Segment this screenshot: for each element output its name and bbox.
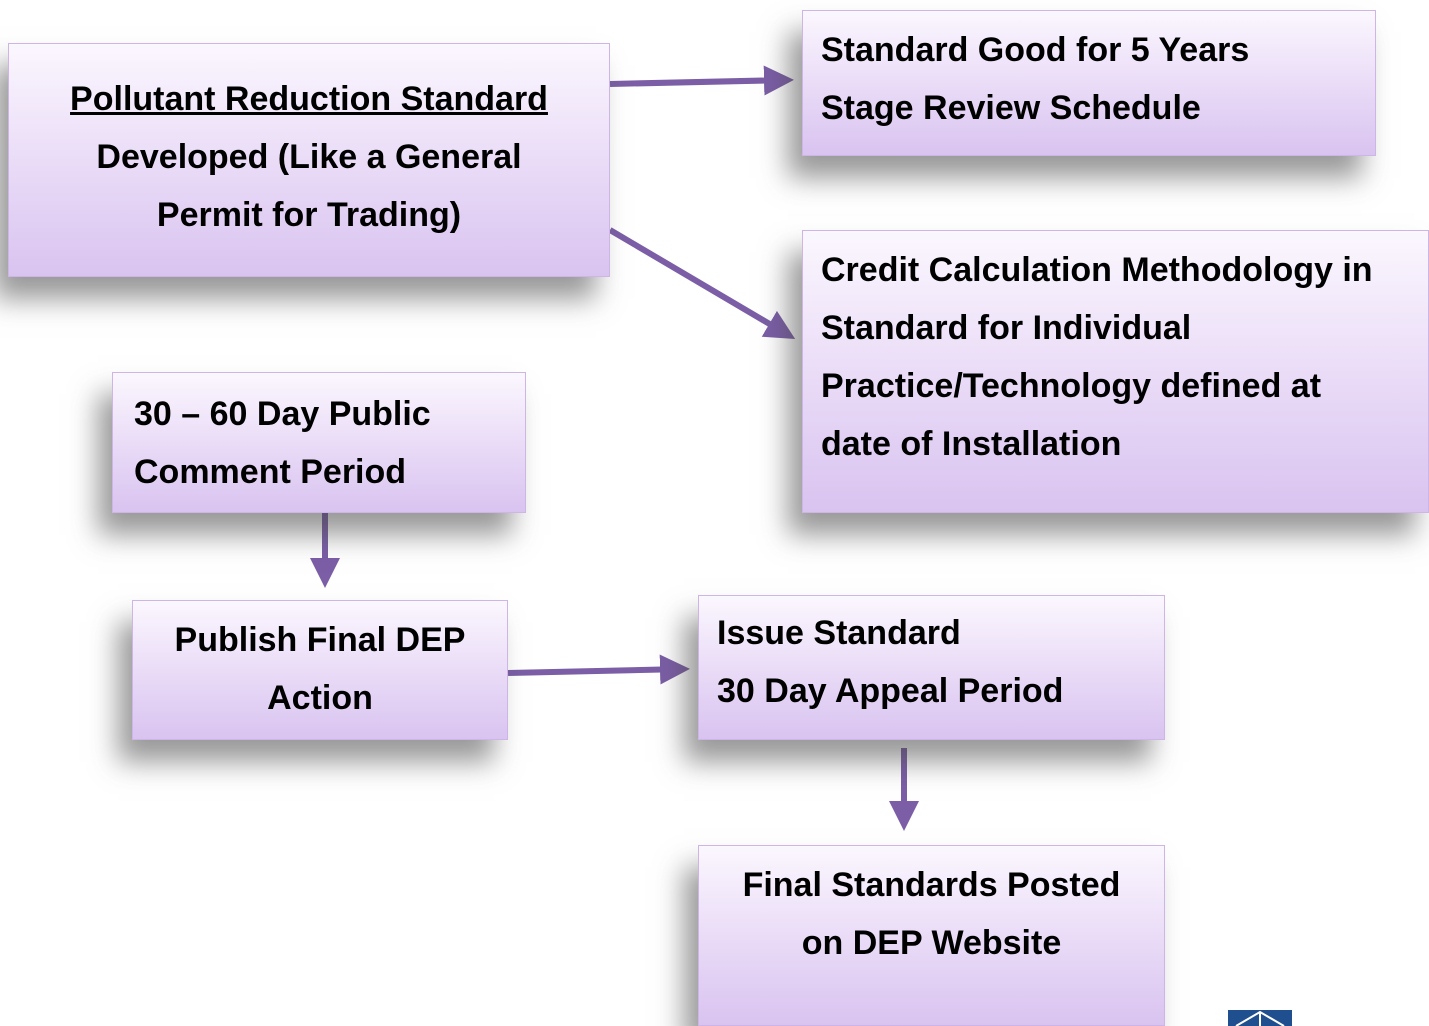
standard-good-line-2: Stage Review Schedule [821, 89, 1201, 127]
issue-standard-line-2: 30 Day Appeal Period [717, 672, 1064, 710]
issue-standard-box: Issue Standard 30 Day Appeal Period [698, 595, 1165, 740]
agency-logo-icon [1228, 1010, 1292, 1026]
credit-calculation-line-1: Credit Calculation Methodology in [821, 251, 1373, 289]
public-comment-line-1: 30 – 60 Day Public [134, 395, 431, 433]
publish-final-line-1: Publish Final DEP [174, 621, 466, 659]
final-posted-line-1: Final Standards Posted [742, 866, 1121, 904]
final-posted-line-2: on DEP Website [801, 924, 1062, 962]
standard-good-line-1: Standard Good for 5 Years [821, 31, 1250, 69]
issue-standard-line-1: Issue Standard [717, 614, 961, 652]
arrow-to-standard-good [609, 65, 794, 96]
pollutant-standard-line-1: Developed (Like a General [96, 138, 522, 176]
publish-final-line-2: Action [267, 679, 373, 717]
arrow-to-credit-calculation [608, 227, 796, 340]
pollutant-standard-line-2: Permit for Trading) [156, 196, 462, 234]
public-comment-line-2: Comment Period [134, 453, 407, 491]
credit-calculation-line-2: Standard for Individual [821, 309, 1192, 347]
public-comment-box: 30 – 60 Day Public Comment Period [112, 372, 526, 513]
credit-calculation-box: Credit Calculation Methodology in Standa… [802, 230, 1429, 513]
standard-good-box: Standard Good for 5 Years Stage Review S… [802, 10, 1376, 156]
pollutant-standard-heading: Pollutant Reduction Standard [70, 80, 548, 118]
pollutant-reduction-standard-box: Pollutant Reduction Standard Developed (… [8, 43, 610, 277]
credit-calculation-line-4: date of Installation [821, 425, 1122, 463]
arrow-to-issue-standard [507, 654, 690, 685]
publish-final-box: Publish Final DEP Action [132, 600, 508, 740]
final-standards-posted-box: Final Standards Posted on DEP Website [698, 845, 1165, 1026]
credit-calculation-line-3: Practice/Technology defined at [821, 367, 1322, 405]
